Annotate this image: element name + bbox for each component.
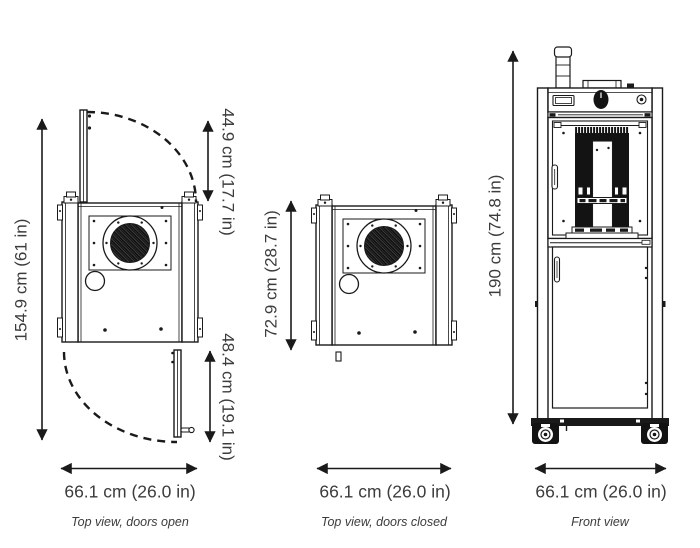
control-panel bbox=[547, 87, 653, 113]
top-handle bbox=[582, 79, 622, 89]
frame-column-right bbox=[651, 87, 664, 421]
grips bbox=[576, 186, 628, 204]
open-top-door bbox=[79, 109, 92, 203]
load-column bbox=[591, 140, 614, 233]
chamber-base-platform bbox=[565, 226, 639, 239]
lower-cabinet bbox=[551, 246, 649, 409]
caster-left bbox=[532, 423, 559, 444]
test-chamber bbox=[547, 116, 653, 240]
top-view-closed-drawing bbox=[285, 194, 458, 475]
caption-top-view-open: Top view, doors open bbox=[71, 514, 189, 529]
dim-label-closed-width: 66.1 cm (26.0 in) bbox=[319, 481, 451, 502]
caption-top-view-closed: Top view, doors closed bbox=[320, 514, 448, 529]
closed-bottom-pin bbox=[335, 351, 342, 362]
open-bottom-door bbox=[171, 349, 195, 438]
signal-tower bbox=[553, 46, 573, 89]
divider-band bbox=[547, 237, 653, 248]
dim-label-bottom-door-swing: 48.4 cm (19.1 in) bbox=[218, 333, 238, 461]
dim-label-front-height: 190 cm (74.8 in) bbox=[485, 174, 505, 298]
caption-front-view: Front view bbox=[571, 514, 629, 529]
top-view-open-drawing bbox=[36, 109, 216, 475]
control-knob bbox=[593, 90, 609, 109]
frame-column-left bbox=[536, 87, 549, 421]
door-swing-arc-bottom bbox=[62, 351, 178, 444]
dim-label-top-door-swing: 44.9 cm (17.7 in) bbox=[218, 108, 238, 236]
dim-label-front-width: 66.1 cm (26.0 in) bbox=[535, 481, 667, 502]
dim-label-total-depth: 154.9 cm (61 in) bbox=[11, 218, 31, 342]
front-view-drawing bbox=[507, 46, 669, 475]
brake-pedal bbox=[563, 420, 570, 431]
base-and-casters bbox=[531, 418, 669, 444]
dim-label-open-width: 66.1 cm (26.0 in) bbox=[64, 481, 196, 502]
caster-right bbox=[641, 423, 668, 444]
door-swing-arc-top bbox=[86, 110, 198, 203]
dim-label-closed-depth: 72.9 cm (28.7 in) bbox=[261, 210, 281, 338]
